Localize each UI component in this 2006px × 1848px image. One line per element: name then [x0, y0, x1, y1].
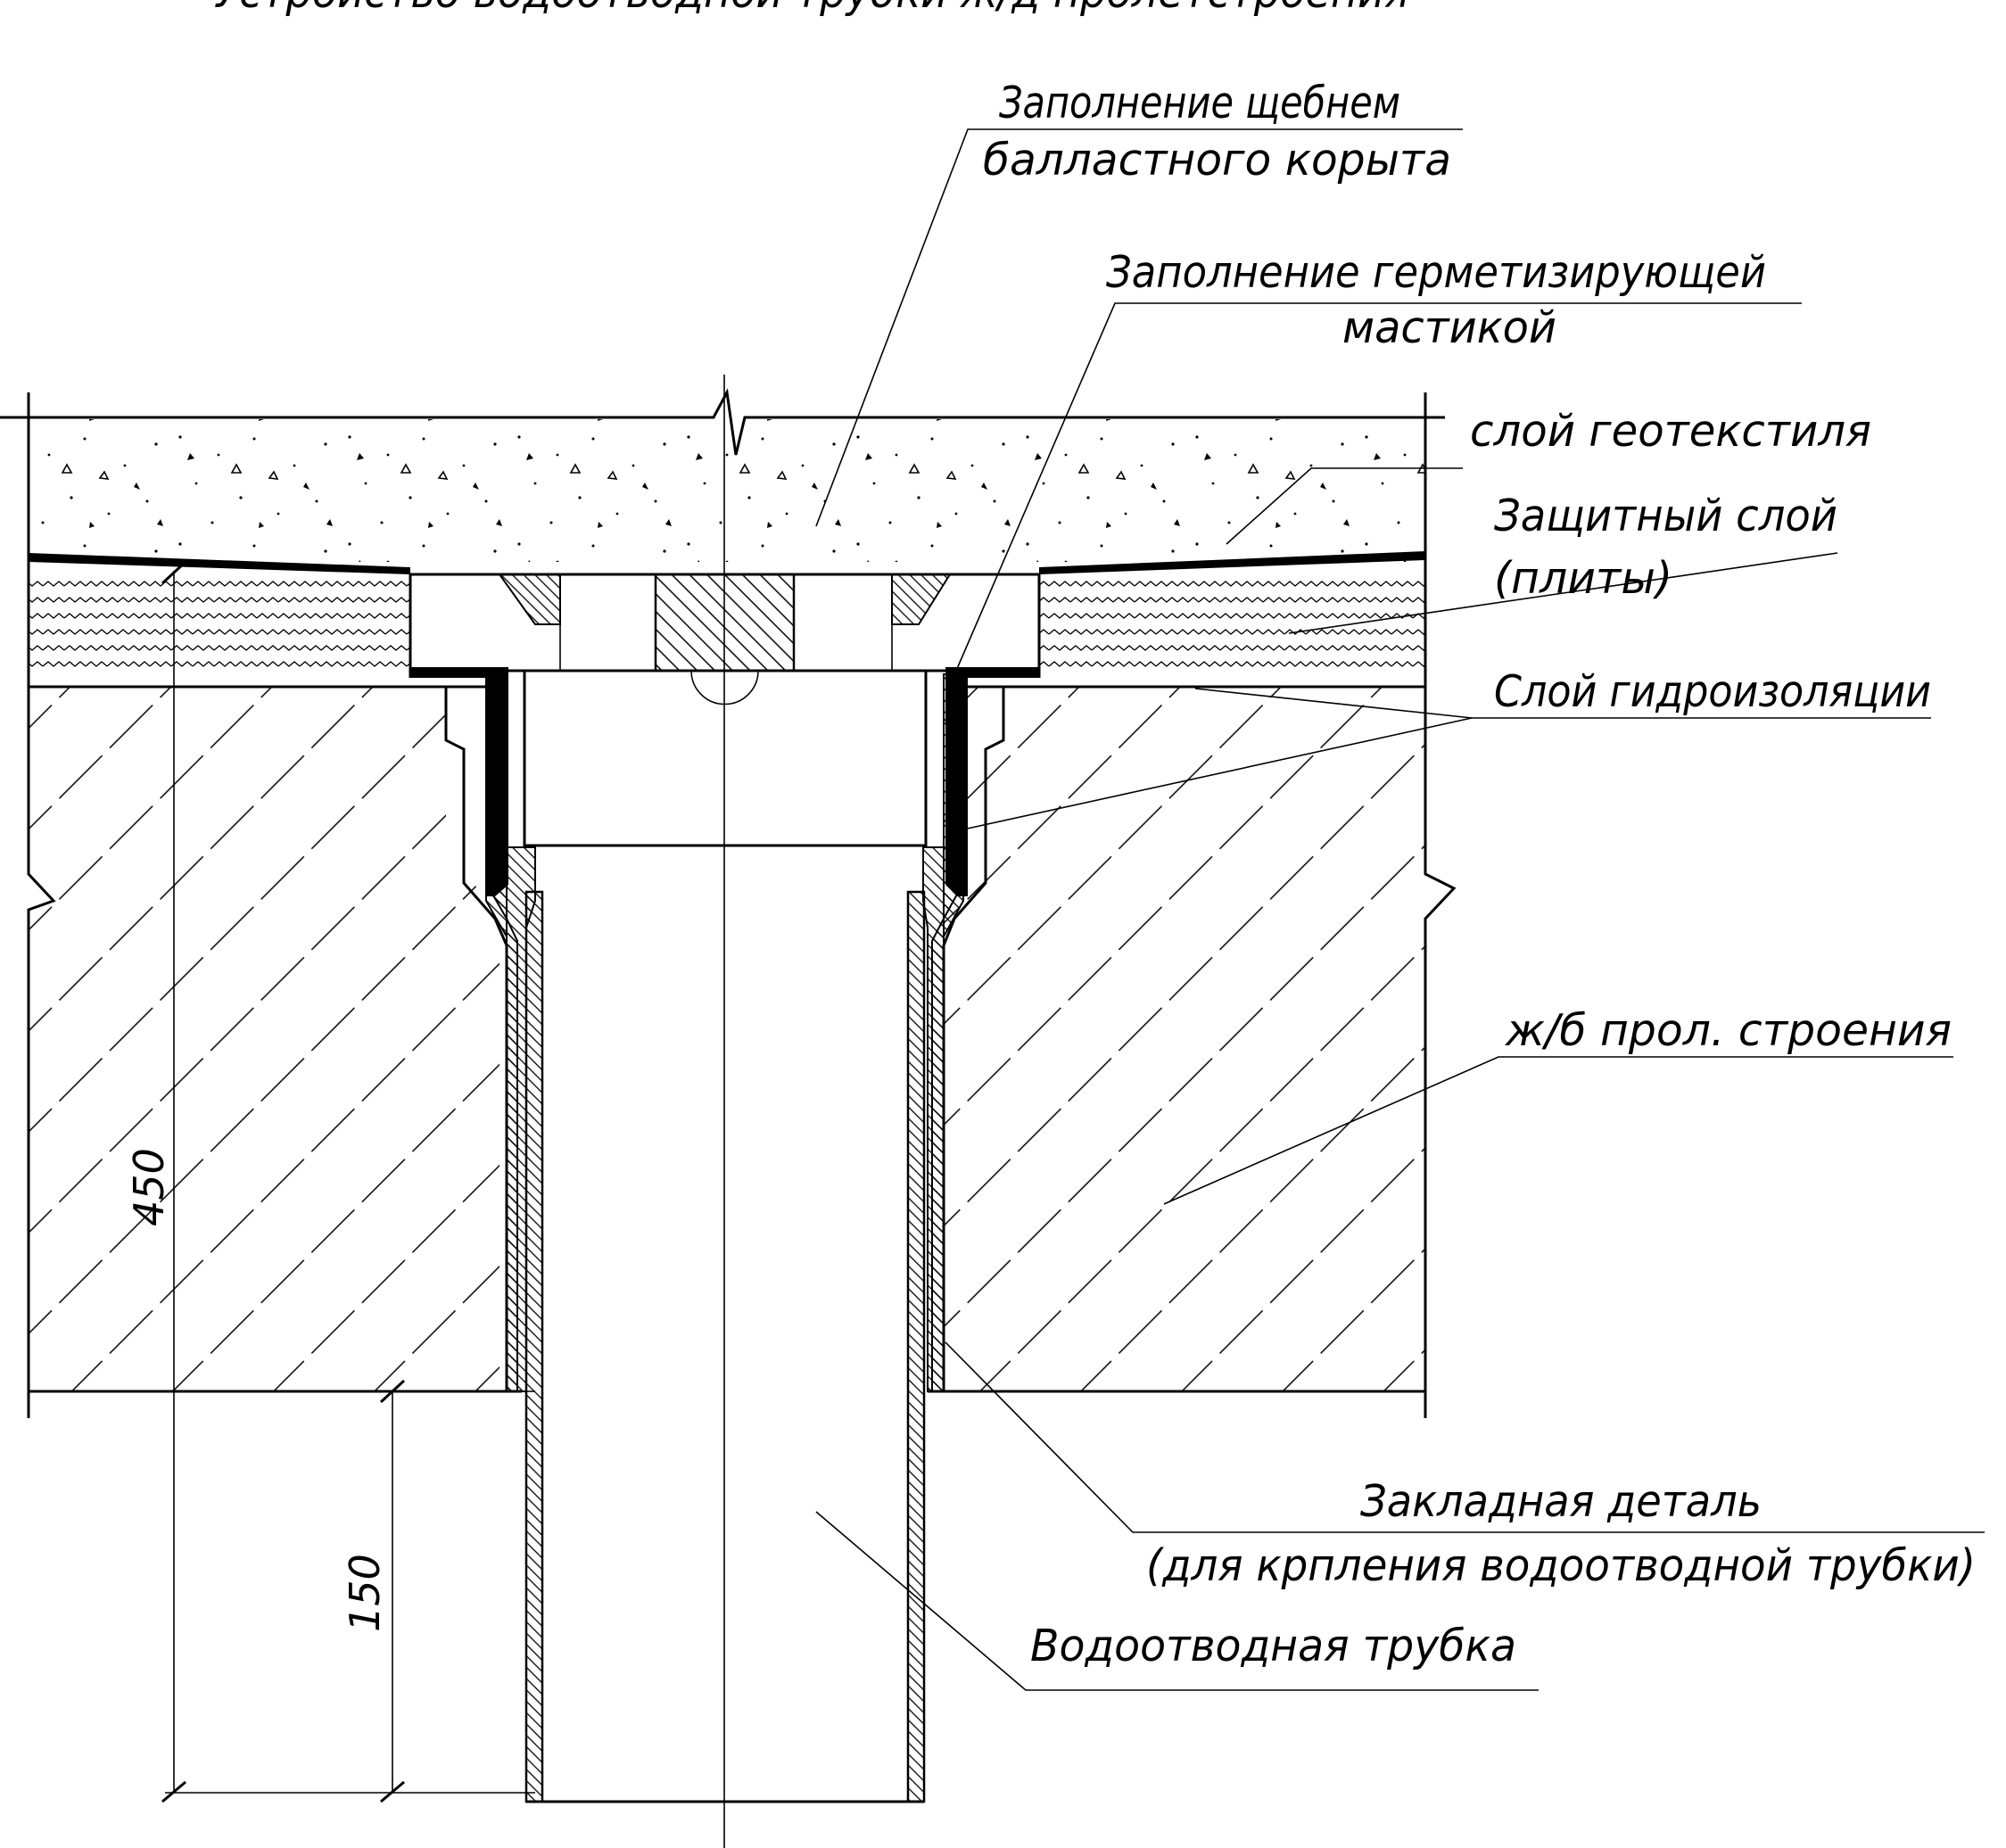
- label-mastic-fill-line1: Заполнение герметизирующей: [1106, 247, 1766, 298]
- label-protective-line2: (плиты): [1494, 553, 1672, 604]
- callout-labels: Заполнение щебнем балластного корыта Зап…: [983, 78, 1976, 1671]
- label-drain-pipe: Водоотводная трубка: [1030, 1621, 1516, 1671]
- concrete-slab-right: [941, 685, 1425, 1391]
- label-ballast-fill-line2: балластного корыта: [983, 135, 1451, 186]
- label-geotextile: слой геотекстиля: [1470, 406, 1871, 457]
- geotextile-layer: [29, 551, 1425, 574]
- label-protective-line1: Защитный слой: [1494, 491, 1837, 541]
- label-embedded-part-line2: (для крпления водоотводной трубки): [1146, 1540, 1976, 1591]
- dimension-total-height: 450: [125, 1148, 173, 1226]
- label-mastic-fill-line2: мастикой: [1342, 302, 1556, 353]
- label-waterproofing: Слой гидроизоляции: [1494, 666, 1931, 717]
- waterproofing-layer: [410, 667, 1039, 896]
- right-span-section: [733, 419, 1425, 1391]
- left-span-section: [29, 419, 733, 1391]
- dimension-lines: 450 150: [125, 560, 535, 1803]
- leader-lines: [815, 128, 1985, 1691]
- protective-slab-right: [1039, 571, 1425, 674]
- dimension-pipe-projection: 150: [341, 1554, 389, 1632]
- concrete-slab-left: [29, 685, 507, 1391]
- waterproofing-gap-left: [29, 674, 506, 687]
- protective-slab-left: [29, 571, 410, 674]
- label-embedded-part-line1: Закладная деталь: [1360, 1476, 1762, 1527]
- label-rc-span: ж/б прол. строения: [1505, 1005, 1952, 1056]
- gravel-fill-left: [29, 419, 733, 562]
- gravel-fill-right: [733, 419, 1425, 562]
- waterproofing-gap-right: [941, 674, 1425, 687]
- drain-pipe: [524, 890, 926, 1803]
- label-ballast-fill-line1: Заполнение щебнем: [999, 78, 1400, 128]
- drawing-title: Устройство водоотводной трубки ж/д проле…: [214, 0, 1409, 18]
